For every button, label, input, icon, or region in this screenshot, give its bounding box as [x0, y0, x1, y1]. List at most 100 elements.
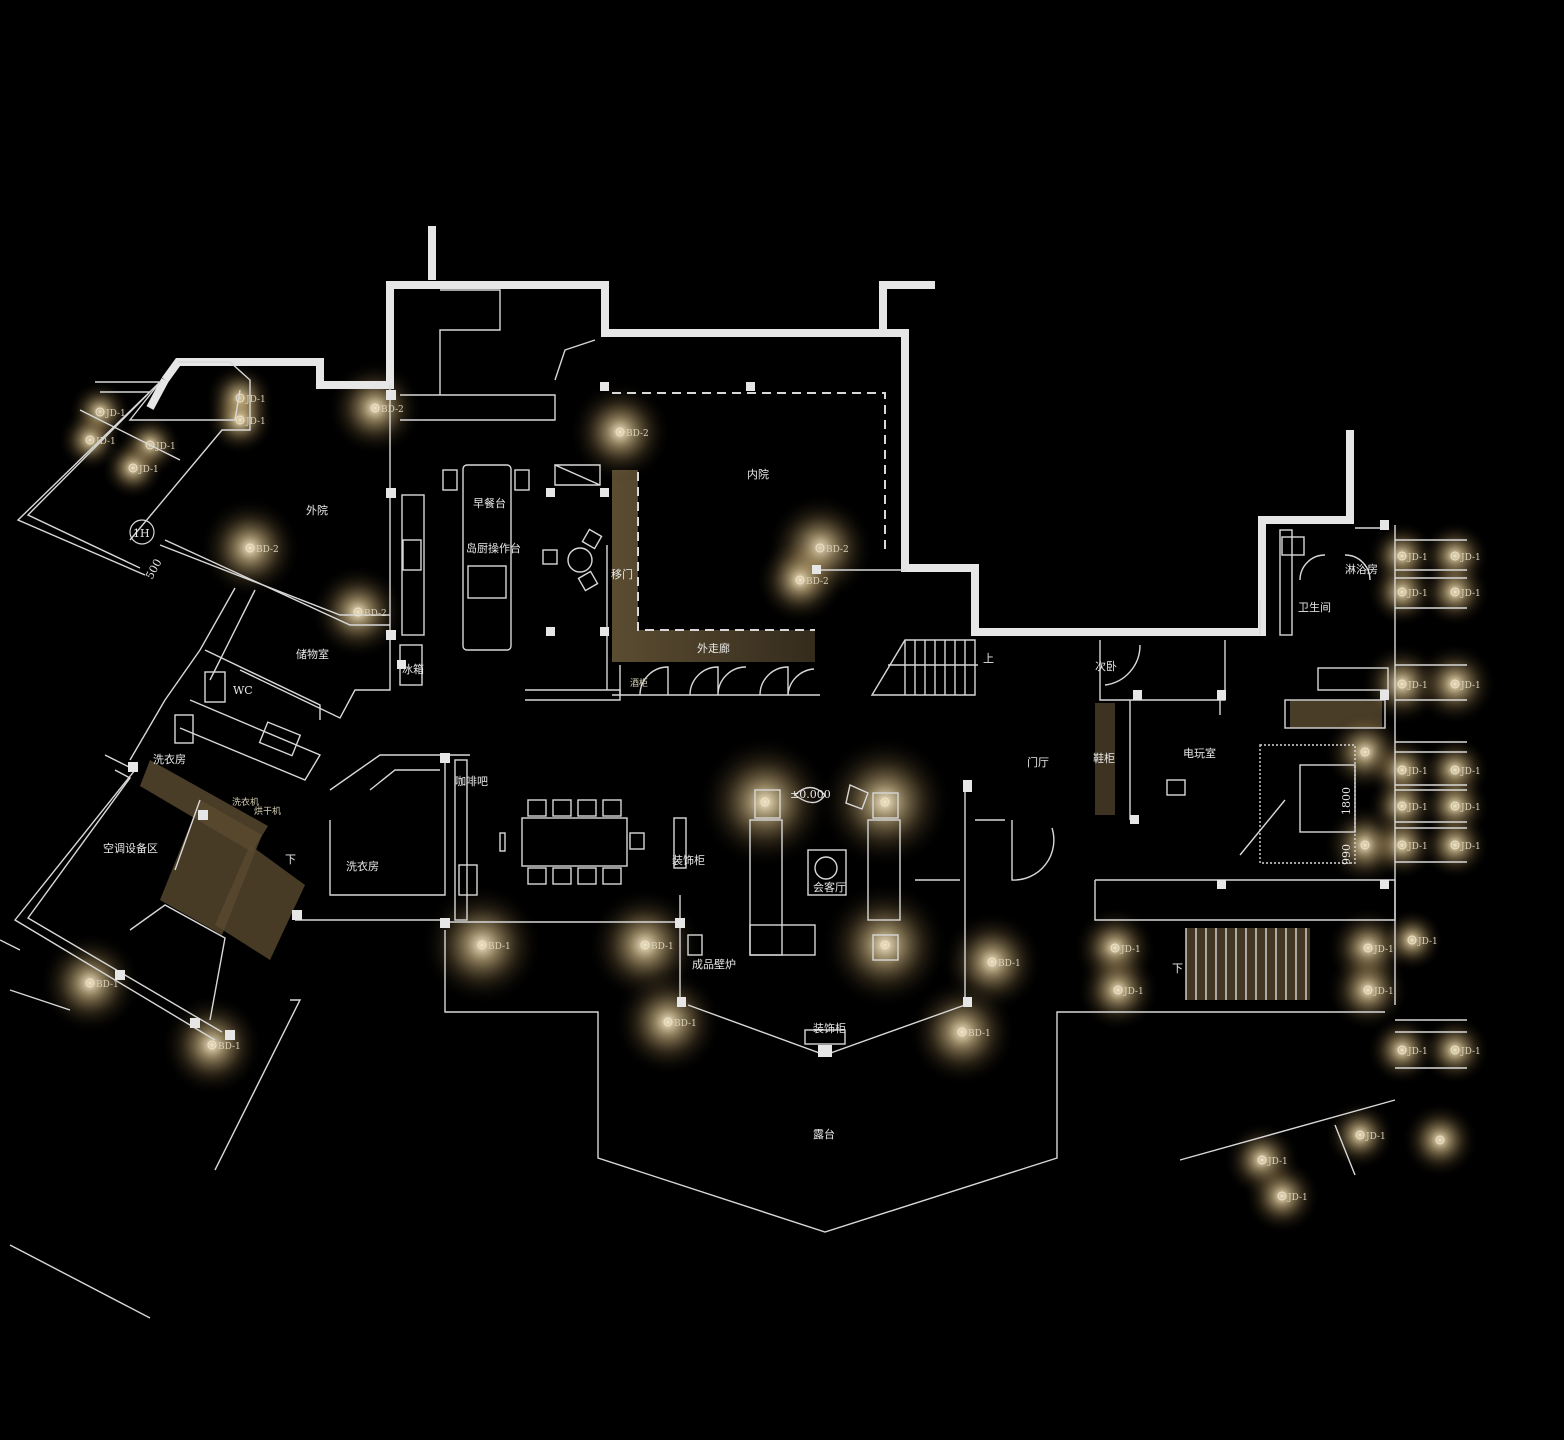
light-glow: [1324, 1099, 1396, 1171]
light-fixture-label: BD-2: [256, 545, 279, 555]
label-storage: 储物室: [296, 647, 329, 661]
light-fixture-icon: [85, 978, 95, 988]
light-fixture-label: JD-1: [1407, 681, 1428, 691]
light-fixture-icon: [1397, 587, 1407, 597]
label-deco-cabinet: 装饰柜: [672, 853, 705, 867]
light-fixture-icon: [795, 575, 805, 585]
light-fixture-label: JD-1: [1407, 803, 1428, 813]
light-fixture-label: JD-1: [138, 465, 159, 475]
light-fixture-icon: [1397, 679, 1407, 689]
label-stair-down-right: 下: [1172, 962, 1183, 975]
light-fixture-label: BD-2: [364, 609, 387, 619]
light-glow: [1419, 556, 1491, 628]
light-glow: [421, 884, 543, 1006]
light-fixture-icon: [1397, 801, 1407, 811]
light-fixture-icon: [353, 607, 363, 617]
light-fixture-label: JD-1: [1267, 1157, 1288, 1167]
structural-columns: [115, 382, 1389, 1057]
light-glow: [1366, 556, 1438, 628]
light-fixture-label: JD-1: [1407, 842, 1428, 852]
light-fixture-icon: [95, 407, 105, 417]
light-fixture-label: JD-1: [1373, 945, 1394, 955]
label-fridge: 冰箱: [402, 662, 424, 676]
light-glow: [1326, 948, 1410, 1032]
light-fixture-label: JD-1: [1460, 1047, 1481, 1057]
label-shower: 淋浴房: [1345, 563, 1378, 576]
light-fixture-label: BD-1: [651, 942, 674, 952]
light-fixture-icon: [1113, 985, 1123, 995]
light-fixture-icon: [235, 393, 245, 403]
label-fireplace: 成品壁炉: [692, 957, 736, 971]
light-fixture-label: JD-1: [1365, 1132, 1386, 1142]
exterior-walls: [146, 226, 1354, 636]
light-fixture-label: BD-2: [806, 577, 829, 587]
label-game-room: 电玩室: [1183, 746, 1216, 760]
light-fixture-icon: [987, 957, 997, 967]
label-laundry-top: 洗衣房: [153, 752, 186, 766]
label-second-bedroom: 次卧: [1095, 659, 1117, 673]
light-fixture-icon: [1397, 1045, 1407, 1055]
dimension-1800: 1800: [1340, 787, 1353, 815]
label-cafe-bar: 咖啡吧: [455, 774, 488, 788]
light-fixture-label: JD-1: [1460, 589, 1481, 599]
label-bathroom: 卫生间: [1298, 600, 1331, 614]
label-stair-down-left: 下: [285, 853, 296, 866]
label-breakfast: 早餐台: [473, 496, 506, 510]
light-fixture-icon: [1360, 840, 1370, 850]
light-glow: [1401, 1101, 1479, 1179]
light-fixture-icon: [1397, 765, 1407, 775]
light-fixture-label: JD-1: [155, 442, 176, 452]
light-fixture-icon: [1450, 587, 1460, 597]
light-fixture-label: JD-1: [1407, 589, 1428, 599]
light-fixture-icon: [1397, 840, 1407, 850]
light-fixture-icon: [1397, 551, 1407, 561]
light-fixture-icon: [145, 440, 155, 450]
light-fixture-icon: [207, 1040, 217, 1050]
lighting-fixtures: [85, 393, 1460, 1201]
light-fixture-icon: [880, 940, 890, 950]
label-washer: 洗衣机: [232, 796, 259, 808]
light-fixture-icon: [370, 403, 380, 413]
label-deco-cabinet-2: 装饰柜: [813, 1021, 846, 1035]
light-glow: [327, 360, 423, 456]
light-fixture-label: JD-1: [1407, 1047, 1428, 1057]
light-fixture-label: BD-1: [96, 980, 119, 990]
light-fixture-label: JD-1: [1460, 553, 1481, 563]
light-fixture-icon: [245, 543, 255, 553]
light-glow: [907, 977, 1017, 1087]
light-glow: [1380, 908, 1444, 972]
light-fixture-label: JD-1: [1407, 767, 1428, 777]
light-fixture-icon: [1450, 765, 1460, 775]
light-fixture-icon: [1435, 1135, 1445, 1145]
light-glow: [817, 734, 953, 870]
light-fixture-label: BD-2: [381, 405, 404, 415]
section-marker-label: 1H: [133, 527, 150, 540]
light-fixture-icon: [1110, 943, 1120, 953]
light-fixture-label: JD-1: [1123, 987, 1144, 997]
light-glow: [204, 384, 276, 456]
light-fixture-icon: [663, 1017, 673, 1027]
dimension-500: 500: [143, 557, 164, 582]
light-glow: [755, 535, 845, 625]
light-fixture-label: JD-1: [95, 437, 116, 447]
label-wine: 酒柜: [630, 677, 648, 689]
label-inner-court: 内院: [747, 467, 769, 481]
label-shoe-cabinet: 鞋柜: [1093, 751, 1115, 765]
light-fixture-label: JD-1: [1460, 842, 1481, 852]
light-glow: [1413, 642, 1497, 726]
light-glow: [198, 496, 302, 600]
light-glow: [160, 993, 264, 1097]
light-fixture-icon: [1277, 1191, 1287, 1201]
light-fixture-icon: [1363, 943, 1373, 953]
light-fixture-label: BD-1: [998, 959, 1021, 969]
light-fixture-label: JD-1: [105, 409, 126, 419]
light-fixture-icon: [1257, 1155, 1267, 1165]
light-fixture-icon: [815, 543, 825, 553]
light-glow: [568, 380, 672, 484]
lighting-fixture-labels: BD-2BD-2BD-2BD-2BD-2BD-2JD-1JD-1JD-1JD-1…: [95, 395, 1481, 1203]
light-fixture-icon: [1450, 840, 1460, 850]
label-sliding-door: 移门: [611, 567, 633, 581]
label-terrace: 露台: [813, 1127, 835, 1141]
light-fixture-label: JD-1: [1120, 945, 1141, 955]
label-outer-court: 外院: [306, 503, 328, 517]
